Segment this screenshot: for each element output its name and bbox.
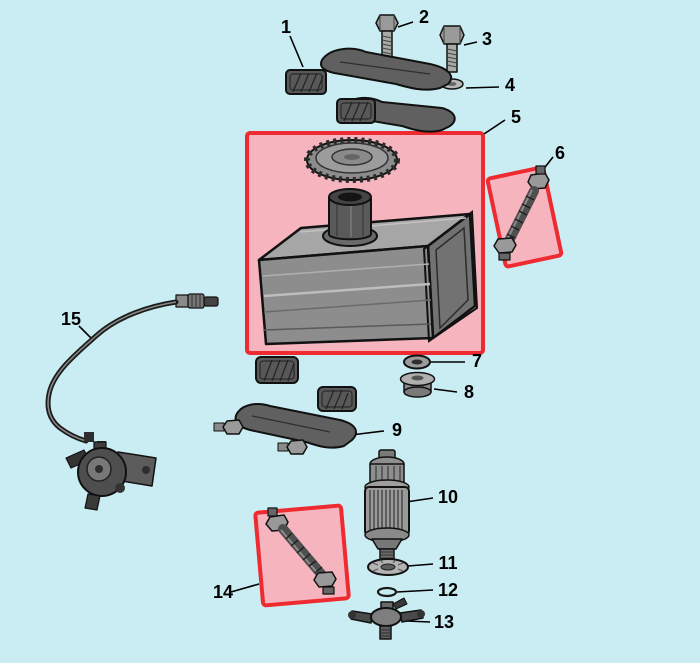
upper-bracket-drawing <box>320 47 453 91</box>
callout-3: 3 <box>481 29 493 49</box>
fuel-hose-left-drawing <box>265 507 337 595</box>
callout-9: 9 <box>391 420 403 440</box>
callout-7: 7 <box>471 351 483 371</box>
callout-4: 4 <box>504 75 516 95</box>
leader-line-11 <box>407 563 434 567</box>
leader-line-3 <box>463 41 478 46</box>
callout-5: 5 <box>510 107 522 127</box>
leader-line-12 <box>396 589 434 593</box>
callout-1: 1 <box>280 17 292 37</box>
bolt-long-drawing <box>439 25 465 73</box>
grommet-drawing <box>403 354 431 370</box>
nut-fitting-drawing <box>399 371 436 398</box>
lower-bracket-drawing <box>336 96 456 133</box>
leader-line-8 <box>433 388 458 393</box>
leader-line-4 <box>465 86 500 89</box>
fuel-valve-drawing <box>348 597 425 640</box>
fuel-filter-drawing <box>364 449 410 561</box>
callout-15: 15 <box>60 309 82 329</box>
callout-6: 6 <box>554 143 566 163</box>
sealing-washer-drawing <box>367 558 409 576</box>
callout-10: 10 <box>437 487 459 507</box>
bolt-short-drawing <box>375 14 399 59</box>
leader-line-1 <box>289 35 304 68</box>
o-ring-drawing <box>376 586 398 598</box>
leader-line-5 <box>483 119 506 135</box>
fuel-tank-drawing <box>257 137 479 346</box>
filler-cap-drawing <box>304 137 400 183</box>
callout-8: 8 <box>463 382 475 402</box>
callout-13: 13 <box>433 612 455 632</box>
callout-14: 14 <box>212 582 234 602</box>
callout-11: 11 <box>438 553 458 573</box>
leader-line-14 <box>230 583 260 593</box>
rubber-clip-drawing <box>285 69 327 95</box>
fuel-hose-right-drawing <box>493 165 550 261</box>
fuel-line-drawing <box>45 293 219 450</box>
callout-2: 2 <box>418 7 430 27</box>
lower-bracket-assembly-drawing <box>213 356 357 455</box>
leader-line-10 <box>405 497 434 503</box>
callout-12: 12 <box>437 580 459 600</box>
leader-line-2 <box>397 21 414 28</box>
fuel-pump-drawing <box>65 441 157 511</box>
